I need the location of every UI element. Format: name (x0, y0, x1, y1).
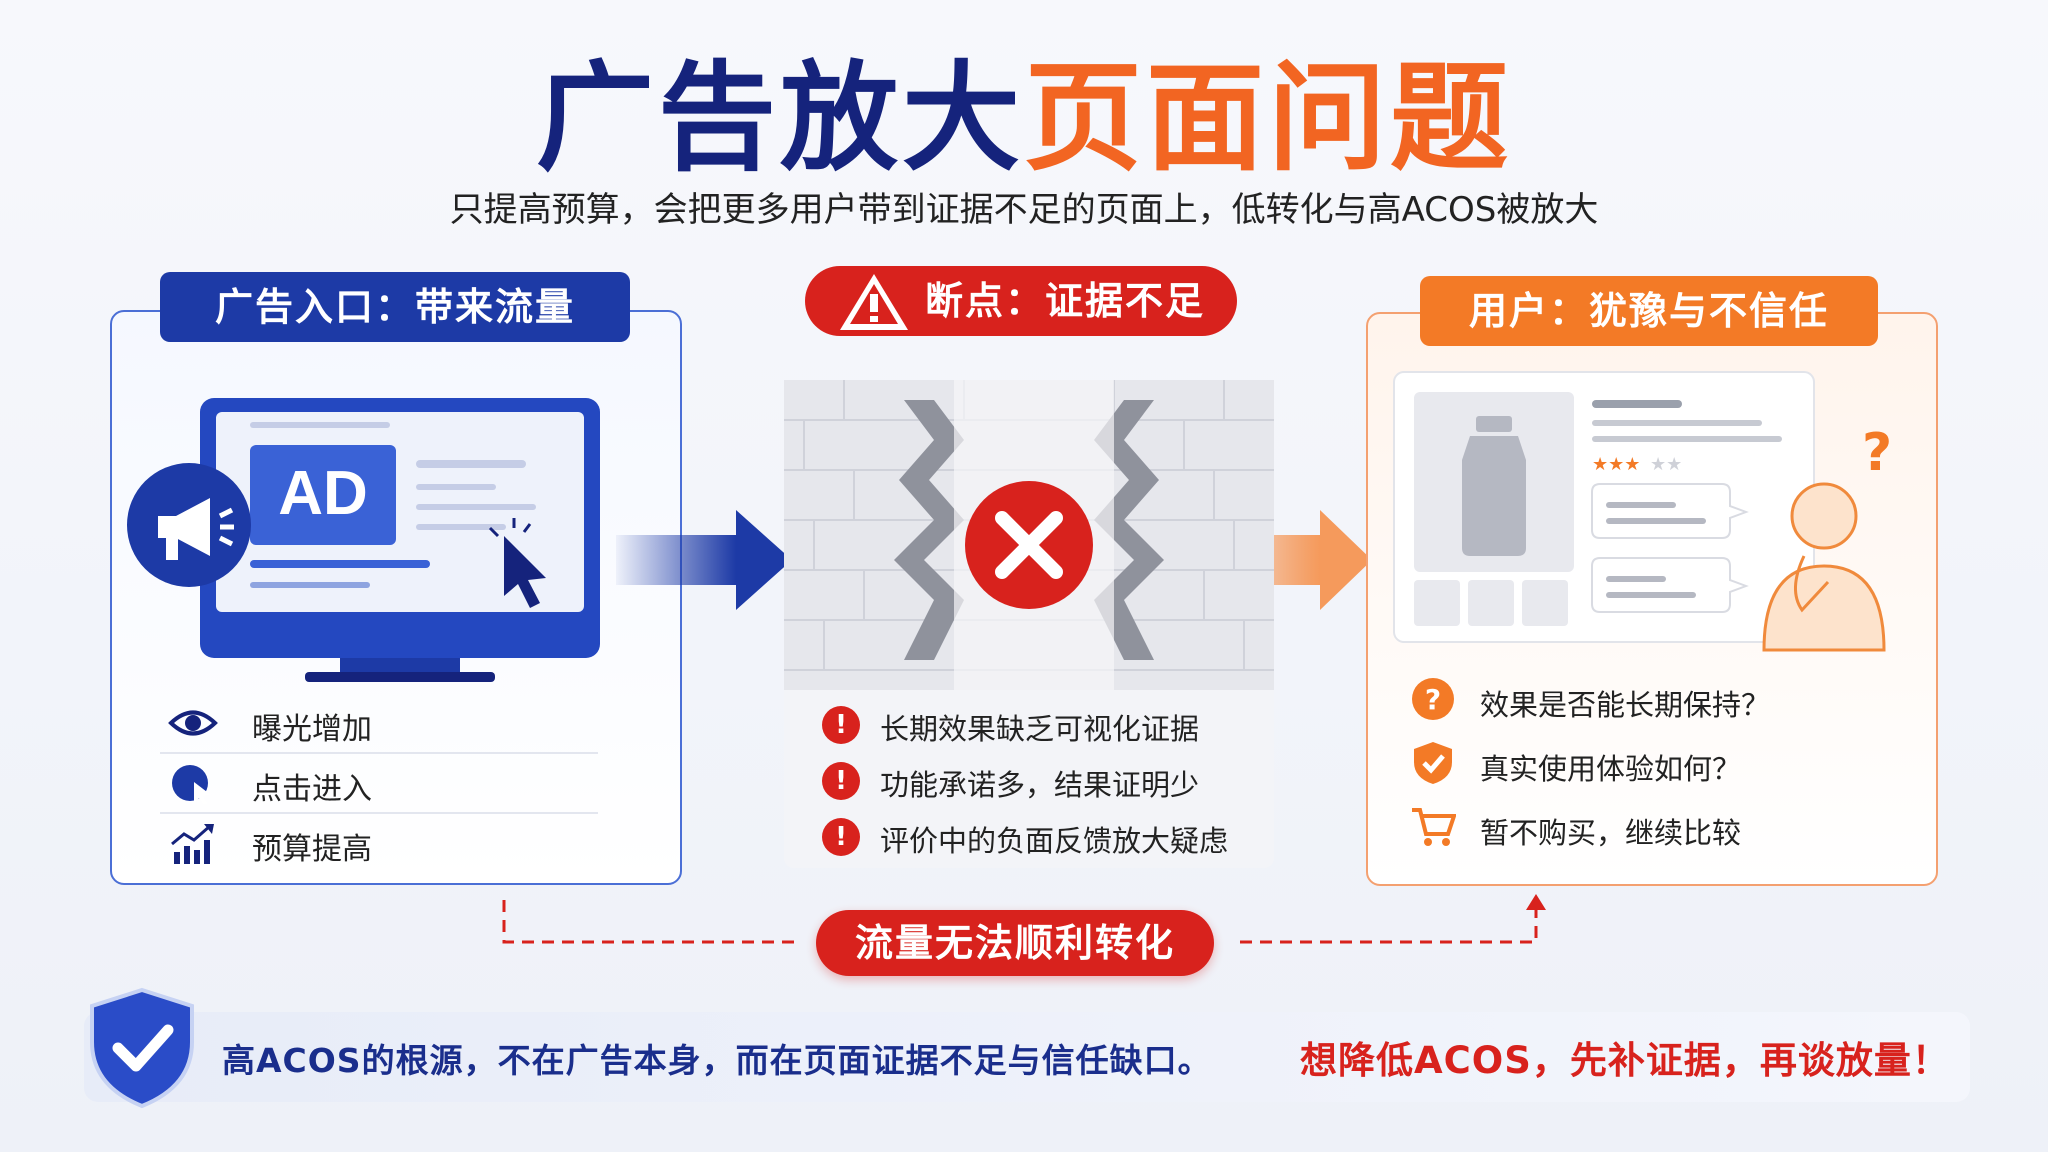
broken-wall-illustration (784, 380, 1274, 690)
item-label: 真实使用体验如何？ (1480, 752, 1742, 786)
list-item-negative-reviews: ! 评价中的负面反馈放大疑虑 (822, 814, 1262, 870)
call-to-action-text: 想降低ACOS，先补证据，再谈放量！ (1300, 1039, 1950, 1082)
list-item-promise: ! 功能承诺多，结果证明少 (822, 758, 1262, 814)
svg-text:★★: ★★ (1650, 454, 1682, 475)
megaphone-icon (127, 463, 251, 587)
ad-entry-header: 广告入口：带来流量 (160, 272, 630, 342)
exclamation-icon: ! (822, 706, 860, 744)
title-part-1: 广告放大 (535, 49, 1024, 187)
list-item-budget: 预算提高 (160, 814, 598, 874)
exclamation-icon: ! (822, 818, 860, 856)
ad-badge-text: AD (278, 459, 368, 528)
title-part-2: 页面问题 (1024, 49, 1513, 187)
thinking-person-icon (1762, 482, 1886, 652)
conclusion-bar (84, 1012, 1970, 1102)
cursor-icon (504, 536, 546, 608)
question-icon: ? (1412, 678, 1454, 720)
svg-text:★★★: ★★★ (1592, 454, 1640, 475)
list-item-click: 点击进入 (160, 754, 598, 814)
list-item-compare: 暂不购买，继续比较 (1410, 804, 1850, 864)
chart-up-icon (171, 824, 214, 864)
product-page-illustration: ★★★ ★★ ? (1393, 371, 1892, 652)
subtitle: 只提高预算，会把更多用户带到证据不足的页面上，低转化与高ACOS被放大 (449, 190, 1599, 230)
item-label: 点击进入 (252, 772, 372, 807)
warning-icon (840, 274, 908, 330)
item-label: 曝光增加 (252, 712, 372, 747)
flow-blocked-label: 流量无法顺利转化 (816, 910, 1214, 976)
dashed-flow-line (502, 894, 1546, 944)
eye-icon (168, 710, 218, 736)
breakpoint-header: 断点：证据不足 (805, 266, 1237, 336)
list-item-exposure: 曝光增加 (160, 694, 598, 754)
item-label: 暂不购买，继续比较 (1480, 816, 1742, 850)
item-label: 效果是否能长期保持？ (1480, 688, 1771, 722)
monitor-illustration: AD (200, 398, 600, 682)
item-label: 评价中的负面反馈放大疑虑 (880, 824, 1229, 858)
shield-check-icon (90, 987, 194, 1109)
list-item-longterm: ? 效果是否能长期保持？ (1410, 676, 1850, 736)
list-item-no-evidence: ! 长期效果缺乏可视化证据 (822, 702, 1262, 758)
item-label: 长期效果缺乏可视化证据 (880, 712, 1200, 746)
user-header: 用户：犹豫与不信任 (1420, 276, 1878, 346)
item-label: 预算提高 (252, 832, 372, 867)
svg-text:?: ? (1425, 683, 1441, 716)
exclamation-icon: ! (822, 762, 860, 800)
conclusion-text: 高ACOS的根源，不在广告本身，而在页面证据不足与信任缺口。 (222, 1041, 1212, 1080)
page-title: 广告放大页面问题 (0, 48, 2048, 188)
question-mark-icon: ? (1862, 423, 1892, 483)
arrow-right-blue-icon (616, 510, 792, 610)
click-icon (172, 765, 211, 804)
shield-check-icon (1414, 742, 1452, 784)
cart-icon (1412, 808, 1456, 846)
list-item-experience: 真实使用体验如何？ (1410, 740, 1850, 800)
item-label: 功能承诺多，结果证明少 (880, 768, 1200, 802)
